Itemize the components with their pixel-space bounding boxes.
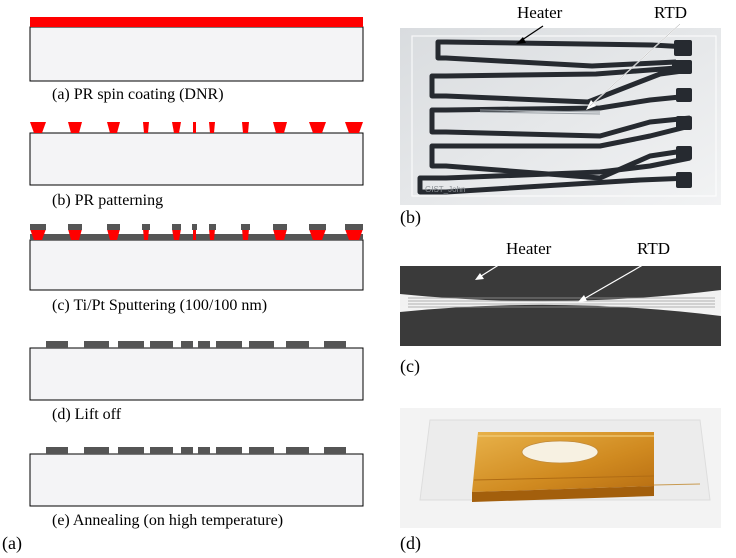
substrate: [29, 239, 364, 291]
photo-c-zoom: [400, 260, 721, 346]
metal-pattern: [46, 341, 346, 348]
rtd-arrow: [581, 261, 649, 301]
step-d-caption: (d) Lift off: [52, 406, 122, 423]
substrate: [29, 132, 364, 186]
window-cutout: [521, 440, 599, 464]
heater-traces: [417, 39, 691, 195]
heater-arrow: [477, 260, 506, 279]
photo-b-plate: [400, 23, 721, 205]
step-b-caption: (b) PR patterning: [52, 192, 164, 209]
photo-b-rtd-label: RTD: [654, 3, 687, 22]
photo-c-rtd-label: RTD: [637, 239, 670, 258]
heater-lower: [400, 304, 721, 346]
metal-on-resist: [30, 224, 363, 230]
panel-b-label: (b): [400, 207, 421, 227]
panel-a-label: (a): [2, 533, 22, 553]
photoresist-layer: [30, 17, 363, 27]
step-c-caption: (c) Ti/Pt Sputtering (100/100 nm): [52, 297, 268, 314]
step-a-diagram: [29, 17, 364, 82]
metal-on-substrate: [30, 234, 363, 240]
step-a-caption: (a) PR spin coating (DNR): [52, 86, 224, 103]
substrate: [29, 347, 364, 401]
rtd-lines: [408, 297, 715, 308]
photo-b-heater-label: Heater: [517, 3, 563, 22]
polyimide-front: [472, 486, 654, 502]
photoresist-pattern: [30, 122, 363, 133]
panel-c-label: (c): [400, 356, 420, 376]
substrate: [29, 26, 364, 82]
rtd-lines: [479, 109, 601, 115]
photo-c-heater-label: Heater: [506, 239, 552, 258]
heater-pads: [672, 40, 692, 188]
panel-d-label: (d): [400, 533, 421, 553]
metal-pattern: [46, 447, 346, 454]
step-d-diagram: [29, 341, 364, 401]
step-e-diagram: [29, 447, 364, 507]
step-c-diagram: [29, 224, 364, 291]
step-e-caption: (e) Annealing (on high temperature): [52, 512, 284, 529]
photo-d-sample: [400, 408, 721, 528]
step-b-diagram: [29, 122, 364, 186]
substrate: [29, 453, 364, 507]
photoresist-pattern: [30, 229, 363, 240]
photo-b-plate-text: GIST_John: [425, 185, 466, 194]
